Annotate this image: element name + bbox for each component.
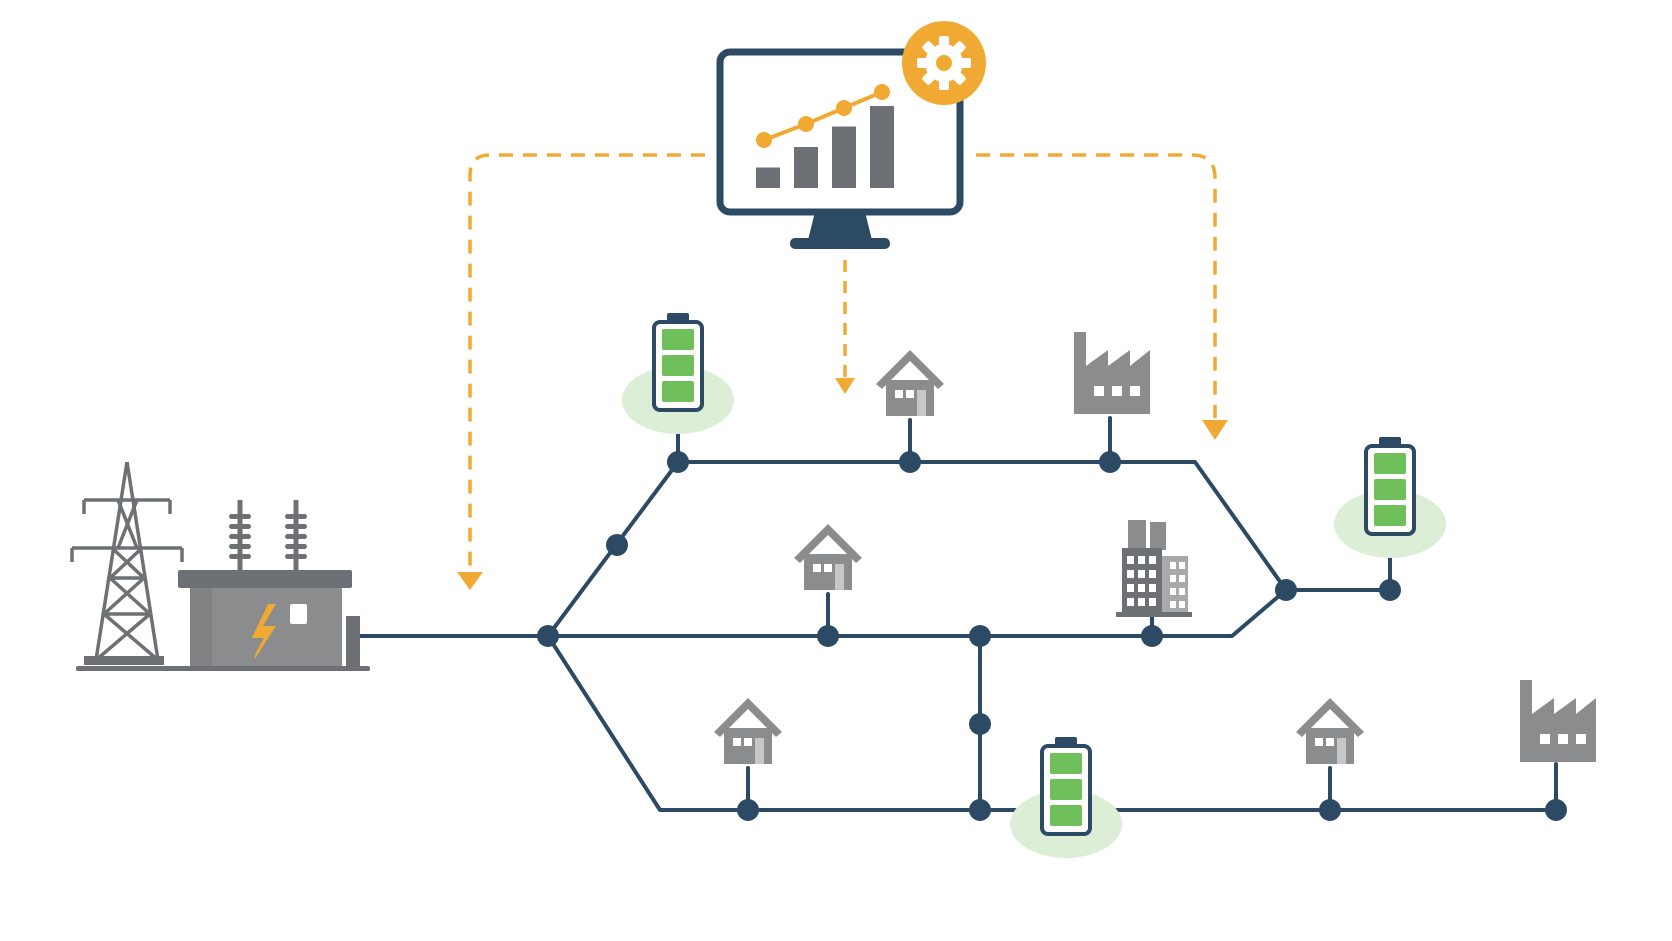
house-icon <box>1296 698 1364 764</box>
gear-shape <box>917 36 971 90</box>
transformer-substation-icon <box>76 500 370 671</box>
monitor-chart-trend-point <box>836 100 852 116</box>
lightning-bolt-icon <box>252 604 276 660</box>
monitor-chart-bar <box>794 147 818 188</box>
battery-storage-icon <box>1010 737 1122 858</box>
node-factory-1 <box>1099 451 1121 473</box>
office-building-icon <box>1116 520 1192 617</box>
transformer-label-plate <box>290 604 307 624</box>
node-main-split <box>537 625 559 647</box>
node-house-2 <box>817 625 839 647</box>
monitor-neck <box>808 212 872 240</box>
gear-icon <box>902 21 986 105</box>
battery-storage-icon <box>1334 437 1446 558</box>
control-arrow-center <box>835 378 855 394</box>
monitor-chart-trend-line <box>763 90 883 142</box>
tower-base <box>84 656 164 665</box>
control-arrow-right <box>1202 420 1228 440</box>
house-icon <box>876 350 944 416</box>
node-house-3 <box>737 799 759 821</box>
monitor-chart <box>756 84 894 188</box>
node-upper-mid <box>606 534 628 556</box>
monitor-chart-trend-point <box>798 116 814 132</box>
battery-storage-icon <box>622 313 734 434</box>
monitor-chart-trend-point <box>874 84 890 100</box>
control-link-right <box>976 153 1217 418</box>
monitor-chart-bar <box>870 106 894 188</box>
factory-icon <box>1074 332 1150 414</box>
node-office <box>1141 625 1163 647</box>
house-icon <box>794 524 862 590</box>
control-arrow-left <box>457 572 483 590</box>
node-house-4 <box>1319 799 1341 821</box>
node-battery-2 <box>1379 579 1401 601</box>
feeder-lower <box>546 634 1558 812</box>
junction-nodes <box>537 451 1567 821</box>
node-tie-bottom <box>969 799 991 821</box>
node-factory-2 <box>1545 799 1567 821</box>
node-tie-mid <box>969 713 991 735</box>
transmission-tower-icon <box>70 461 184 665</box>
node-right-merge <box>1275 579 1297 601</box>
monitor-chart-bar <box>756 167 780 188</box>
control-link-left <box>468 153 705 570</box>
transformer-panel <box>190 588 212 666</box>
monitor-base <box>790 238 890 249</box>
insulators <box>229 500 307 570</box>
transformer-terminal <box>346 616 360 666</box>
feeder-middle <box>546 588 1288 638</box>
factory-icon <box>1520 680 1596 762</box>
control-signal-links <box>457 153 1228 590</box>
node-battery-1 <box>667 451 689 473</box>
node-house-1 <box>899 451 921 473</box>
monitor-with-chart-icon <box>716 48 964 249</box>
ground-line <box>76 666 370 671</box>
house-icon <box>714 698 782 764</box>
monitor-chart-bar <box>832 126 856 188</box>
feeder-upper <box>546 460 1392 638</box>
monitor-chart-trend-point <box>756 132 772 148</box>
node-tie-top <box>969 625 991 647</box>
transformer-lid <box>178 570 352 588</box>
